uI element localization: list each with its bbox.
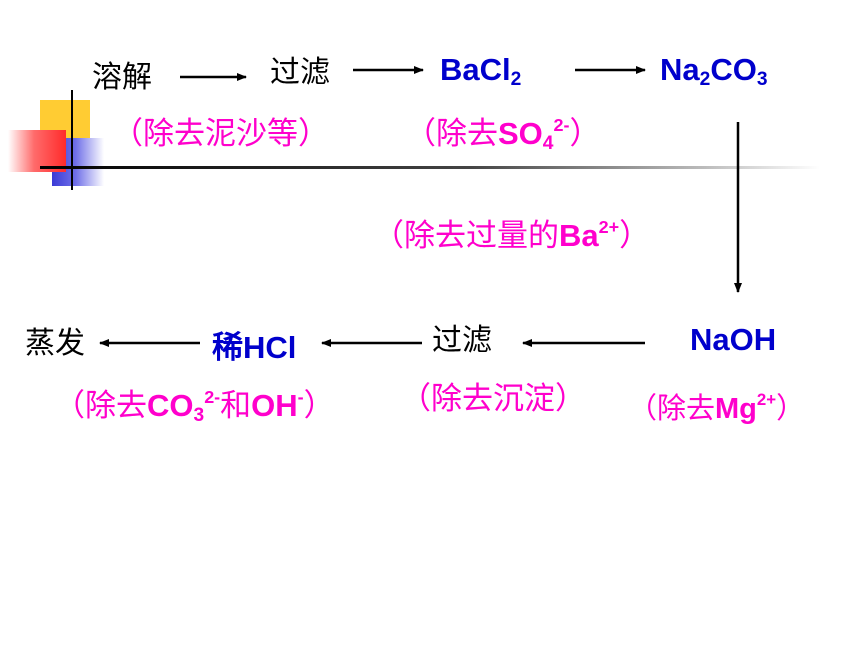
bacl2-subscript: 2 [510,68,522,90]
note2-sup: 2- [553,114,570,135]
note-left-sup2: - [297,386,304,407]
note-left-mid: 和 [220,388,252,424]
note2-sub: 4 [542,132,554,154]
reagent-na2co3: Na2CO3 [660,52,768,90]
deco-vertical-line [71,90,73,190]
note-mid-sup: 2+ [598,216,620,237]
note-remove-magnesium: （除去Mg2+） [628,385,805,427]
note-left-ion1: CO [147,388,194,423]
note-right-sup: 2+ [756,390,777,410]
reagent-dilute-hcl: 稀HCl [212,322,296,367]
reagent-naoh: NaOH [690,322,777,357]
note-right-ion: Mg [715,393,757,425]
note-left-ion2: OH [251,388,298,423]
deco-horizontal-line [40,166,820,169]
note2-ion: SO [498,116,543,151]
note-mid-ion: Ba [559,218,599,253]
note-remove-excess-barium: （除去过量的Ba2+） [373,210,650,255]
step-dissolve: 溶解 [92,60,152,95]
note-remove-sulfate: （除去SO42-） [405,108,600,153]
na2co3-co: CO [710,52,757,87]
hcl-dilute-char: 稀 [212,330,243,365]
note2-close: ） [569,116,601,152]
note-remove-carbonate-hydroxide: （除去CO32-和OH-） [54,380,335,425]
note-remove-precipitate: （除去沉淀） [400,381,586,417]
note-left-open: （除去 [54,388,147,424]
na2co3-sub2: 3 [756,68,768,90]
na2co3-na: Na [660,52,700,87]
note2-open: （除去 [405,116,498,152]
hcl-formula: HCl [243,330,297,365]
note-mid-open: （除去过量的 [373,218,559,254]
note-mid-close: ） [619,218,651,254]
note-right-close: ） [776,391,806,425]
step-filter-1: 过滤 [270,55,330,90]
bacl2-base: BaCl [440,52,511,87]
step-evaporate: 蒸发 [25,326,85,361]
note-left-sup1: 2- [204,386,221,407]
note-left-sub: 3 [193,404,205,426]
note-remove-sediment: （除去泥沙等） [112,116,329,152]
step-filter-2: 过滤 [432,323,492,358]
deco-red-square [8,130,66,172]
note-right-open: （除去 [628,391,716,425]
note-left-close: ） [303,388,335,424]
na2co3-sub1: 2 [699,68,711,90]
reagent-bacl2: BaCl2 [440,52,522,90]
